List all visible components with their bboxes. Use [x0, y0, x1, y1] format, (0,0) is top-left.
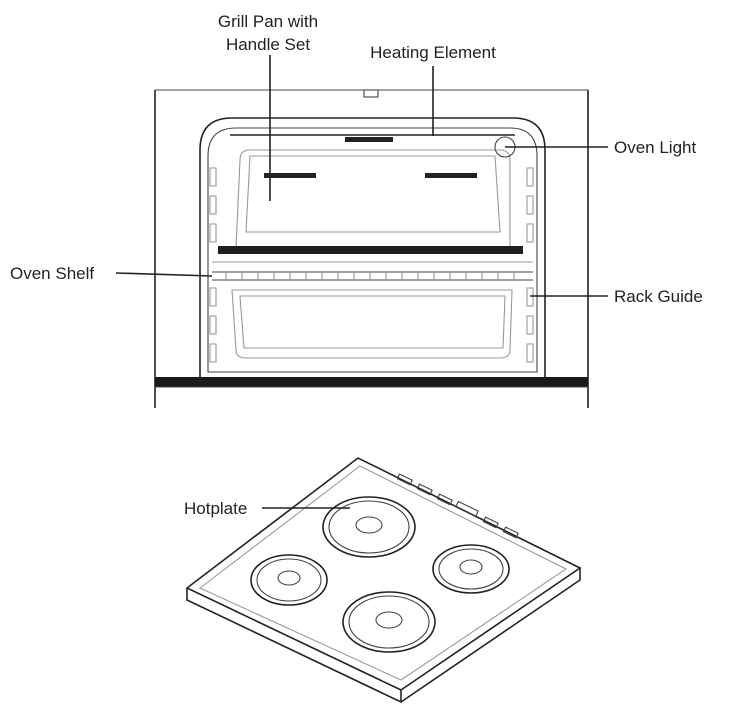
label-oven-light: Oven Light: [614, 138, 696, 157]
label-heating-element: Heating Element: [370, 43, 496, 62]
oven-cavity-drawing: [154, 89, 589, 408]
label-grill-pan-line1: Grill Pan with: [218, 12, 318, 31]
hotplate-front-left: [250, 554, 328, 606]
hob-drawing: [185, 457, 582, 704]
hotplate-back-left: [322, 496, 416, 558]
label-grill-pan-line2: Handle Set: [226, 35, 310, 54]
hotplate-front-right: [342, 591, 436, 653]
label-rack-guide: Rack Guide: [614, 287, 703, 306]
label-oven-shelf: Oven Shelf: [10, 264, 94, 283]
hotplate-back-right: [432, 544, 510, 594]
leader-lines: [115, 55, 608, 509]
label-hotplate: Hotplate: [184, 499, 247, 518]
